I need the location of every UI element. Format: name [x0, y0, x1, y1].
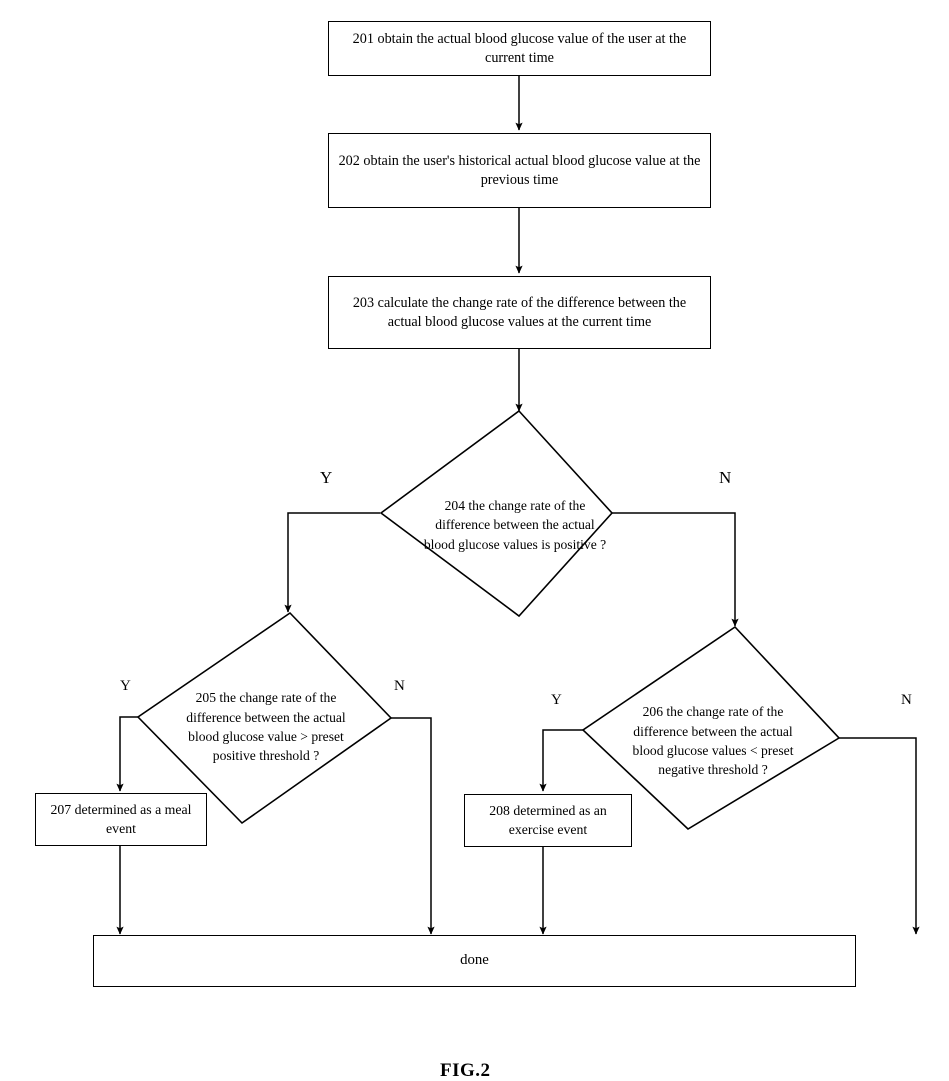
node-208-exercise-event[interactable]: 208 determined as an exercise event [464, 794, 632, 847]
node-203-label: 203 calculate the change rate of the dif… [352, 294, 687, 330]
branch-label-206-no: N [901, 692, 912, 708]
node-done-terminal[interactable]: done [93, 935, 856, 987]
branch-label-206-yes: Y [551, 692, 562, 708]
node-207-label: 207 determined as a meal event [50, 802, 192, 836]
node-207-meal-event[interactable]: 207 determined as a meal event [35, 793, 207, 846]
node-202-obtain-historical-glucose[interactable]: 202 obtain the user's historical actual … [328, 133, 711, 208]
node-208-label: 208 determined as an exercise event [489, 803, 607, 837]
figure-caption: FIG.2 [440, 1060, 491, 1081]
node-203-calculate-change-rate[interactable]: 203 calculate the change rate of the dif… [328, 276, 711, 349]
node-201-label: 201 obtain the actual blood glucose valu… [352, 30, 687, 66]
node-206-diamond-shape [581, 625, 841, 830]
node-202-label: 202 obtain the user's historical actual … [338, 152, 701, 188]
node-201-obtain-current-glucose[interactable]: 201 obtain the actual blood glucose valu… [328, 21, 711, 76]
branch-label-204-no: N [719, 468, 732, 487]
node-done-label: done [460, 952, 489, 969]
node-205-diamond-shape [136, 611, 393, 825]
branch-label-205-yes: Y [120, 678, 131, 694]
branch-label-205-no: N [394, 678, 405, 694]
node-204-diamond-shape [379, 409, 614, 618]
branch-label-204-yes: Y [320, 468, 333, 487]
